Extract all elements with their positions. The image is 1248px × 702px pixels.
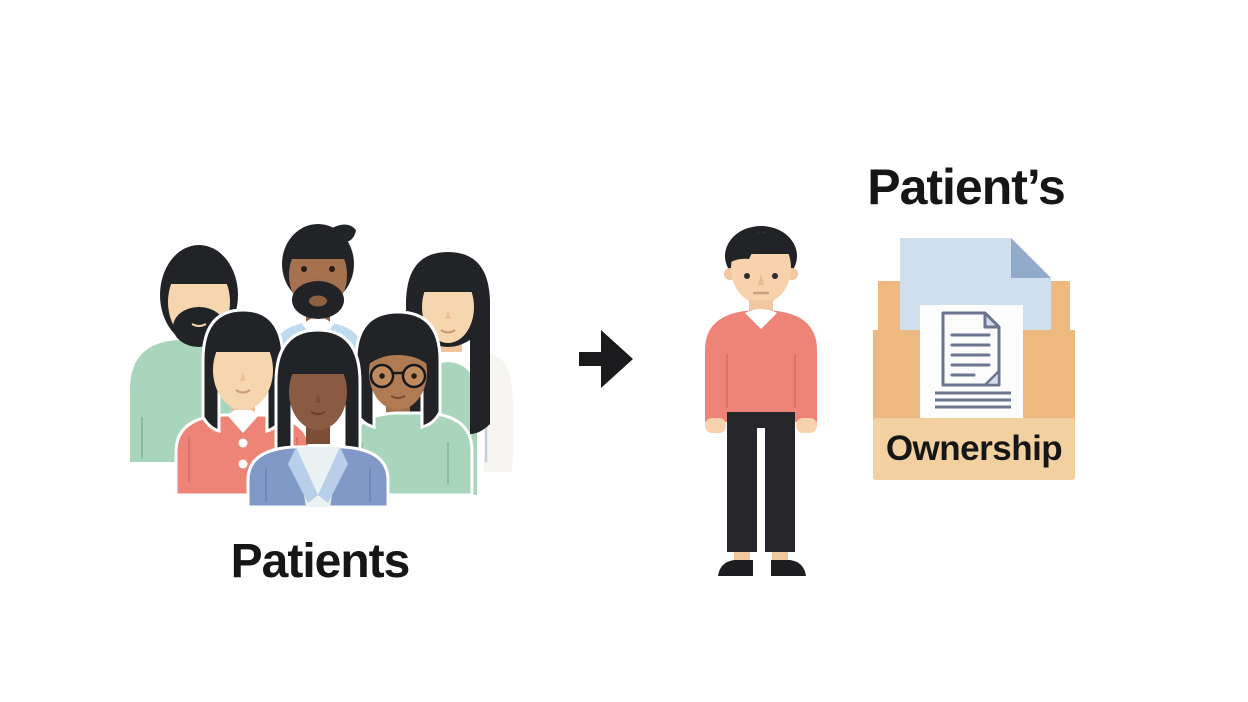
ownership-label: Ownership xyxy=(885,429,1063,468)
person-woman-blazer xyxy=(246,328,390,509)
box-label-band xyxy=(873,418,1075,480)
card-text-lines xyxy=(935,391,1011,409)
ownership-box-illustration xyxy=(873,238,1075,480)
patients-group-illustration xyxy=(130,224,514,509)
document-icon xyxy=(941,311,1001,387)
person-single-patient xyxy=(705,226,817,576)
box-back-left-post xyxy=(878,281,900,333)
single-patient-illustration xyxy=(705,226,817,576)
right-arrow-icon xyxy=(579,330,633,388)
ownership-box: Ownership xyxy=(866,233,1082,493)
box-back-right-post xyxy=(1048,281,1070,333)
patients-possessive-title: Patient’s xyxy=(867,159,1066,215)
arrow-shaft xyxy=(579,352,606,366)
patients-label: Patients xyxy=(230,535,411,588)
arrow-head xyxy=(601,330,633,388)
paper-fold xyxy=(1011,238,1051,278)
